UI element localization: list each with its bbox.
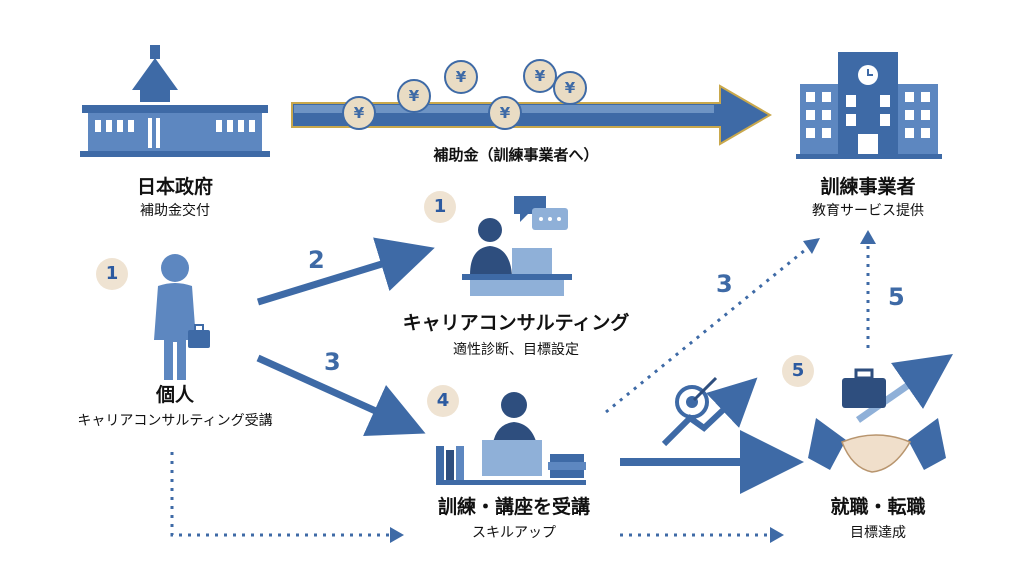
government-subtitle: 補助金交付 [140, 203, 210, 219]
employment-step-badge: 5 [782, 355, 814, 387]
individual-title: 個人 [155, 384, 195, 406]
provider-subtitle: 教育サービス提供 [812, 203, 924, 219]
handshake-icon [808, 354, 953, 473]
consulting-subtitle: 適性診断、目標設定 [453, 342, 579, 358]
training-title: 訓練・講座を受講 [437, 496, 591, 518]
consulting-title: キャリアコンサルティング [402, 312, 630, 334]
arrow-to-consulting [256, 237, 435, 306]
step-number-employment-to-provider: 5 [888, 283, 905, 311]
dotted-arrowheads [390, 230, 876, 543]
consulting-step-badge: 1 [424, 191, 456, 223]
individual-step-badge: 1 [96, 258, 128, 290]
dotted-arrows [170, 242, 870, 537]
coin-symbol: ¥ [354, 104, 365, 122]
government-title: 日本政府 [136, 176, 214, 198]
government-building-icon [80, 45, 270, 157]
coin-symbol: ¥ [409, 87, 420, 105]
trainee-icon [436, 392, 586, 485]
person-icon [154, 254, 210, 380]
target-growth-icon [661, 376, 758, 447]
arrow-to-training [256, 354, 426, 437]
step-number-to-consulting: 2 [308, 246, 325, 274]
training-step-badge: 4 [427, 385, 459, 417]
employment-title: 就職・転職 [830, 496, 926, 518]
training-subtitle: スキルアップ [472, 525, 556, 541]
coin-symbol: ¥ [565, 79, 576, 97]
provider-title: 訓練事業者 [820, 176, 916, 198]
coin-symbol: ¥ [500, 104, 511, 122]
individual-subtitle: キャリアコンサルティング受講 [77, 413, 273, 429]
subsidy-label: 補助金（訓練事業者へ） [433, 146, 599, 164]
coin-symbol: ¥ [456, 68, 467, 86]
consultant-icon [462, 196, 572, 296]
coin-symbol: ¥ [535, 67, 546, 85]
step-number-to-training: 3 [324, 348, 341, 376]
step-number-dotted-to-provider: 3 [716, 270, 733, 298]
training-provider-building-icon [796, 52, 942, 159]
employment-subtitle: 目標達成 [850, 525, 906, 541]
yen-coins [342, 59, 587, 130]
